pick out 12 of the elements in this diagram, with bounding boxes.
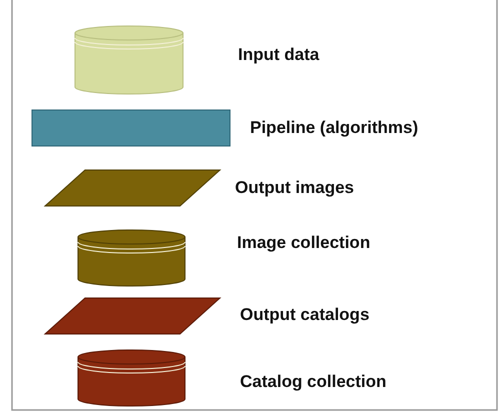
cylinder-symbol bbox=[78, 350, 186, 406]
shape-caption: Input data bbox=[238, 45, 320, 65]
parallelogram-symbol bbox=[44, 298, 222, 334]
shape-caption: Catalog collection bbox=[240, 372, 386, 392]
shape-caption: Output images bbox=[235, 178, 354, 198]
shape-caption: Output catalogs bbox=[240, 305, 370, 325]
cylinder-symbol bbox=[74, 26, 184, 94]
shape-caption: Image collection bbox=[237, 233, 370, 253]
shape-caption: Pipeline (algorithms) bbox=[250, 118, 418, 138]
cylinder-symbol bbox=[78, 230, 186, 286]
parallelogram-symbol bbox=[44, 170, 222, 206]
rectangle-symbol bbox=[32, 110, 230, 146]
